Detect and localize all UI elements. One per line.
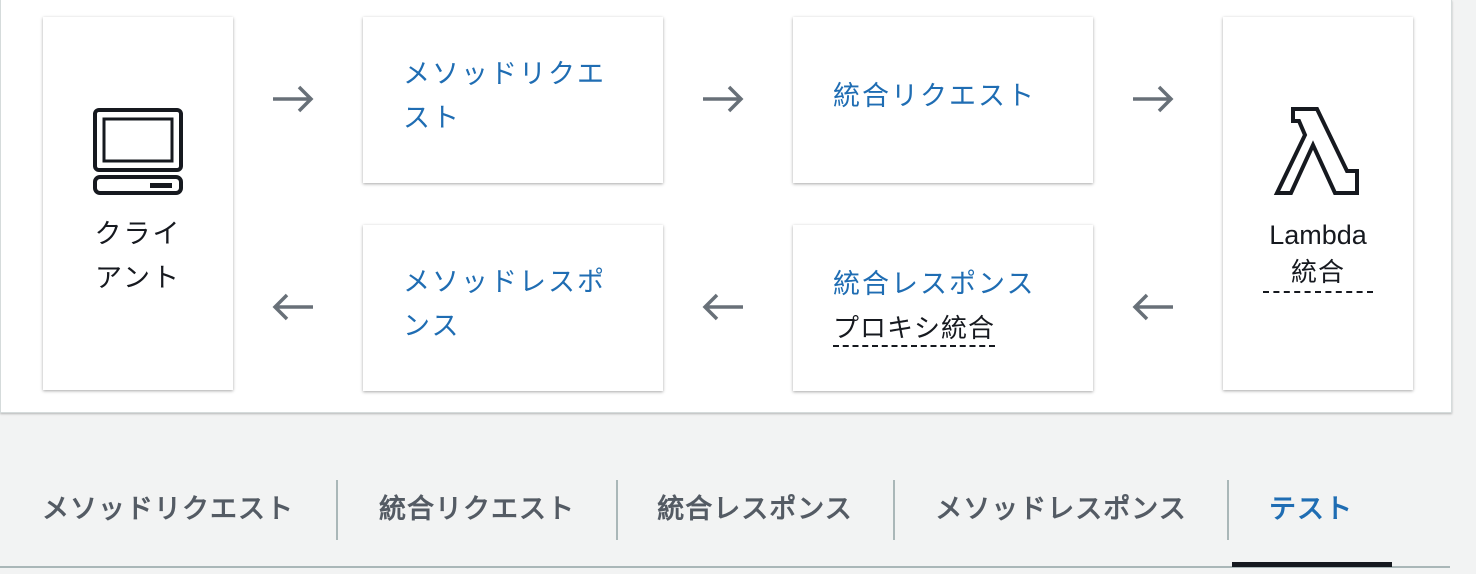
lambda-icon	[1273, 105, 1363, 197]
arrow-right-icon	[701, 84, 745, 114]
method-response-label-line2[interactable]: ンス	[403, 311, 461, 342]
tab-divider	[336, 480, 338, 540]
arrow-left-icon	[1131, 292, 1175, 322]
tab-test[interactable]: テスト	[1269, 494, 1353, 525]
client-card: クライ アント	[43, 17, 233, 390]
tab-integration-response[interactable]: 統合レスポンス	[657, 494, 853, 525]
tab-bar-baseline	[0, 566, 1450, 568]
tab-divider	[1227, 480, 1229, 540]
arrow-left-icon	[701, 292, 745, 322]
method-request-label-line2[interactable]: スト	[403, 103, 461, 134]
integration-request-link[interactable]: 統合リクエスト	[833, 81, 1036, 112]
client-label-line2: アント	[95, 263, 181, 294]
lambda-label: Lambda	[1269, 220, 1367, 250]
arrow-left-icon	[271, 292, 315, 322]
method-response-link[interactable]: メソッドレスポ ンス	[403, 261, 606, 349]
arrow-right-icon	[271, 84, 315, 114]
tab-divider	[616, 480, 618, 540]
execution-flow-panel: クライ アント メソッドリクエ スト 統合リクエスト La	[0, 0, 1452, 413]
tab-method-request[interactable]: メソッドリクエスト	[42, 494, 294, 525]
proxy-integration-sublabel: プロキシ統合	[833, 313, 996, 347]
arrow-right-icon	[1131, 84, 1175, 114]
method-request-label-line1[interactable]: メソッドリクエ	[403, 59, 606, 90]
integration-response-link[interactable]: 統合レスポンス	[833, 269, 1036, 300]
lambda-integration-sublabel: 統合	[1262, 257, 1373, 293]
method-response-label-line1[interactable]: メソッドレスポ	[403, 267, 606, 298]
integration-request-card[interactable]: 統合リクエスト	[793, 17, 1093, 183]
tab-integration-request[interactable]: 統合リクエスト	[379, 494, 575, 525]
computer-icon	[92, 107, 184, 197]
lambda-card: Lambda 統合	[1223, 17, 1413, 390]
integration-response-card[interactable]: 統合レスポンス プロキシ統合	[793, 225, 1093, 391]
tab-method-response[interactable]: メソッドレスポンス	[935, 494, 1187, 525]
method-response-card[interactable]: メソッドレスポ ンス	[363, 225, 663, 391]
tab-divider	[893, 480, 895, 540]
method-request-card[interactable]: メソッドリクエ スト	[363, 17, 663, 183]
client-label-line1: クライ	[94, 219, 182, 250]
active-tab-underline	[1232, 562, 1392, 567]
method-request-link[interactable]: メソッドリクエ スト	[403, 53, 606, 141]
tab-bar: メソッドリクエスト 統合リクエスト 統合レスポンス メソッドレスポンス テスト	[0, 470, 1476, 574]
